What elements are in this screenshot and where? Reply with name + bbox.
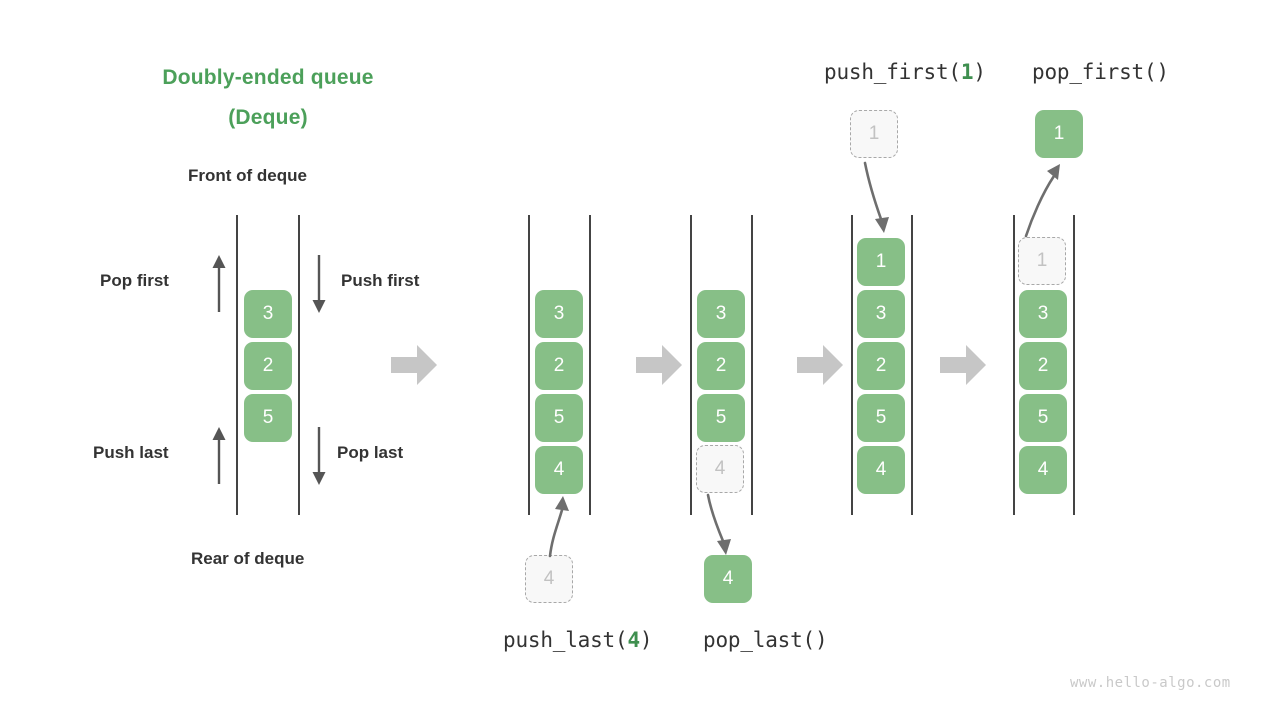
step-arrow-icon-2 [636, 345, 682, 385]
pop-first-curved-arrow-icon [1024, 164, 1060, 238]
panel2-cell-0: 3 [535, 290, 583, 338]
push-last-label: Push last [93, 443, 169, 462]
push-first-op-suffix: ) [973, 60, 986, 84]
legend-cell-2: 2 [244, 342, 292, 390]
panel2-rail-right [589, 215, 591, 515]
push-last-op-prefix: push_last( [503, 628, 628, 652]
panel2-cell-2: 5 [535, 394, 583, 442]
pop-last-outgoing-cell: 4 [704, 555, 752, 603]
push-first-arrow-icon [312, 255, 326, 313]
panel3-cell-3-ghost: 4 [696, 445, 744, 493]
pop-last-arrow-icon [312, 427, 326, 485]
pop-first-outgoing-cell: 1 [1035, 110, 1083, 158]
push-first-incoming-cell: 1 [850, 110, 898, 158]
panel5-cell-4: 4 [1019, 446, 1067, 494]
panel5-rail-right [1073, 215, 1075, 515]
watermark: www.hello-algo.com [1070, 675, 1231, 691]
panel5-cell-3: 5 [1019, 394, 1067, 442]
pop-last-op-label: pop_last() [703, 628, 828, 652]
panel4-rail-left [851, 215, 853, 515]
panel3-rail-right [751, 215, 753, 515]
panel4-rail-right [911, 215, 913, 515]
push-last-op-label: push_last(4) [503, 628, 653, 652]
panel5-rail-left [1013, 215, 1015, 515]
push-last-arrow-icon [212, 427, 226, 484]
panel2-cell-1: 2 [535, 342, 583, 390]
front-of-deque-label: Front of deque [188, 166, 307, 185]
title-line-2: (Deque) [228, 105, 308, 129]
pop-last-label: Pop last [337, 443, 404, 462]
push-last-op-arg: 4 [627, 628, 640, 652]
step-arrow-icon-1 [391, 345, 437, 385]
legend-cell-5: 5 [244, 394, 292, 442]
push-first-curved-arrow-icon [863, 161, 889, 233]
push-first-op-prefix: push_first( [824, 60, 961, 84]
push-last-op-suffix: ) [639, 628, 653, 652]
panel5-cell-0-ghost: 1 [1018, 237, 1066, 285]
panel5-cell-2: 2 [1019, 342, 1067, 390]
panel3-cell-0: 3 [697, 290, 745, 338]
panel2-cell-3: 4 [535, 446, 583, 494]
panel4-cell-4: 4 [857, 446, 905, 494]
legend-rail-left [236, 215, 238, 515]
legend-cell-3: 3 [244, 290, 292, 338]
panel2-rail-left [528, 215, 530, 515]
panel3-cell-2: 5 [697, 394, 745, 442]
panel4-cell-2: 2 [857, 342, 905, 390]
push-last-curved-arrow-icon [548, 496, 569, 558]
panel5-cell-1: 3 [1019, 290, 1067, 338]
legend-rail-right [298, 215, 300, 515]
pop-first-label: Pop first [100, 271, 169, 290]
panel3-cell-1: 2 [697, 342, 745, 390]
rear-of-deque-label: Rear of deque [191, 549, 305, 568]
push-first-label: Push first [341, 271, 420, 290]
panel4-cell-3: 5 [857, 394, 905, 442]
push-first-op-arg: 1 [960, 60, 974, 84]
panel3-rail-left [690, 215, 692, 515]
step-arrow-icon-4 [940, 345, 986, 385]
pop-first-op-label: pop_first() [1032, 60, 1169, 84]
pop-last-curved-arrow-icon [706, 493, 731, 555]
step-arrow-icon-3 [797, 345, 843, 385]
panel4-cell-0: 1 [857, 238, 905, 286]
push-last-incoming-cell: 4 [525, 555, 573, 603]
pop-first-arrow-icon [212, 255, 226, 312]
panel4-cell-1: 3 [857, 290, 905, 338]
push-first-op-label: push_first(1) [824, 60, 986, 84]
title-line-1: Doubly-ended queue [162, 66, 374, 89]
page-title: Doubly-ended queue (Deque) [128, 58, 408, 138]
